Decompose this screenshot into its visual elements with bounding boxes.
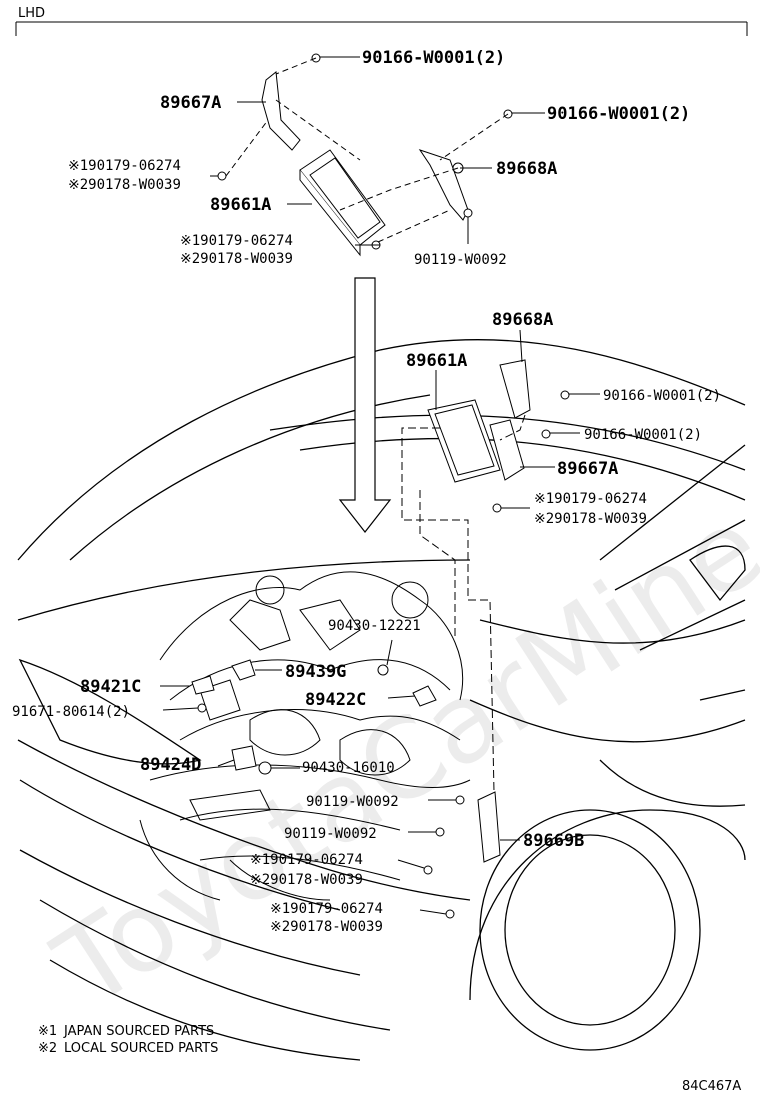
callout-90119-w0092-top: 90119-W0092 [414,252,507,268]
header-bracket [15,21,748,36]
lower-callout-lines [160,639,520,915]
top-ecu-assembly [217,53,513,257]
top-assembly-leaders [225,57,509,243]
diagram-code: 84C467A [682,1079,741,1094]
car-body-outline [17,338,746,1061]
callout-89668a-mid: 89668A [492,310,553,330]
callout-90166-w0001-top1: 90166-W0001(2) [362,48,505,68]
callout-89669b: 89669B [523,831,584,851]
mid-callout-lines [435,329,600,509]
callout-89661a-mid: 89661A [406,351,467,371]
note-text-2: LOCAL SOURCED PARTS [64,1041,218,1056]
callout-89668a-top: 89668A [496,159,557,179]
callout-90179-06274-top1: ※190179-06274 [68,158,181,174]
callout-90166-w0001-mid2: 90166-W0001(2) [584,427,702,443]
callout-90179-06274-top2: ※190179-06274 [180,233,293,249]
sensor-parts [191,659,501,919]
callout-90178-w0039-lower1: ※290178-W0039 [250,872,363,888]
top-callout-lines [210,56,545,246]
callout-89661a-top: 89661A [210,195,271,215]
callout-89421c: 89421C [80,677,141,697]
callout-90178-w0039-top1: ※290178-W0039 [68,177,181,193]
callout-90166-w0001-mid1: 90166-W0001(2) [603,388,721,404]
callout-89667a-mid: 89667A [557,459,618,479]
engine-assembly [139,571,471,901]
callout-90166-w0001-top2: 90166-W0001(2) [547,104,690,124]
note-mark-1: ※1 [38,1024,57,1039]
note-mark-2: ※2 [38,1041,57,1056]
assembly-arrow [338,277,392,533]
callout-90179-06274-lower2: ※190179-06274 [270,901,383,917]
callout-89439g: 89439G [285,662,346,682]
drive-side-label: LHD [18,6,45,21]
callout-90178-w0039-top2: ※290178-W0039 [180,251,293,267]
callout-90179-06274-lower1: ※190179-06274 [250,852,363,868]
note-text-1: JAPAN SOURCED PARTS [63,1024,214,1039]
callout-91671-80614: 91671-80614(2) [12,704,130,720]
callout-90178-w0039-mid: ※290178-W0039 [534,511,647,527]
callout-90430-12221: 90430-12221 [328,618,421,634]
mid-ecu-assembly [427,359,570,513]
callout-90119-w0092-lower1: 90119-W0092 [306,794,399,810]
callout-89667a-top: 89667A [160,93,221,113]
callout-89424d: 89424D [140,755,201,775]
callout-89422c: 89422C [305,690,366,710]
callout-90178-w0039-lower2: ※290178-W0039 [270,919,383,935]
callout-90430-16010: 90430-16010 [302,760,395,776]
callout-90179-06274-mid: ※190179-06274 [534,491,647,507]
harness-route [401,414,526,841]
callout-90119-w0092-lower2: 90119-W0092 [284,826,377,842]
